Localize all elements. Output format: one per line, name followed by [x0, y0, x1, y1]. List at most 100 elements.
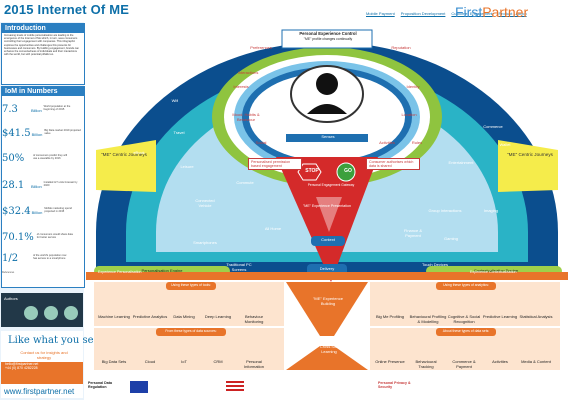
tool-item: Deep Learning	[204, 314, 232, 319]
outer-item: Leisure	[180, 164, 194, 169]
outer-item: Connected Vehicle	[195, 198, 215, 208]
senses-label: Senses	[321, 134, 335, 139]
outer-item: Commerce	[483, 124, 503, 129]
outer-item: Travel	[173, 130, 185, 135]
outer-item: Finance & Payment	[403, 228, 422, 238]
source-item: IoT	[181, 359, 187, 364]
contextualisation-engine: Contextualisation Engine	[473, 268, 519, 273]
analytics-heading: Using these types of analytics:	[443, 283, 489, 287]
source-item: Personal Information	[243, 359, 264, 369]
outer-item: Group Interactions	[428, 208, 462, 213]
outer-item: Smartphones	[193, 240, 217, 245]
iom-heading: IoM in Numbers	[2, 87, 84, 96]
authors-label: Authors	[4, 296, 18, 301]
outer-item: Gaming	[443, 236, 458, 241]
outer-item: Connected Buildings	[117, 58, 137, 68]
pem-right-note: Consumer authorises which data is shared	[366, 158, 420, 170]
analytics-item: Predictive Learning	[482, 314, 518, 319]
intro-panel: Introduction Increasing levels of mobile…	[1, 23, 85, 85]
top-nav: Mobile Payment Proposition Development C…	[366, 11, 527, 16]
analytics-item: Behavioural Profiling & Modelling	[409, 314, 447, 324]
dataset-item: Activities	[492, 359, 508, 364]
stat-row: 50%of consumers predict they will use a …	[2, 153, 68, 164]
go-sign[interactable]: GO	[344, 168, 352, 174]
pem-label: Personal Engagement Gateway	[307, 183, 355, 187]
cta-text: Contact us for insights and strategy	[20, 350, 68, 360]
inner-item: Identity	[406, 84, 420, 89]
analytics-item: Cognitive & Social Recognition	[447, 314, 481, 324]
inner-item: Rules	[411, 140, 423, 145]
pec-sub: "ME" profile changes continually	[303, 37, 353, 41]
inner-item: Preferences	[250, 45, 272, 50]
inner-item: Location	[401, 112, 417, 117]
outer-item: Wallet	[499, 142, 511, 147]
nav-proposition[interactable]: Proposition Development	[400, 11, 446, 16]
outer-item: Entertainment	[448, 160, 474, 165]
outer-item: Identity	[506, 58, 520, 63]
outer-item: eBook	[133, 150, 145, 155]
source-item: CRM	[213, 359, 223, 364]
nav-mobile-payment[interactable]: Mobile Payment	[366, 11, 395, 16]
eu-label: Personal Data Regulation	[88, 381, 112, 389]
eu-flag-icon	[130, 381, 148, 393]
inner-item: Social	[255, 140, 267, 145]
inner-item: Activities	[379, 140, 395, 145]
me-experience: "ME" Experience Presentation	[302, 204, 352, 208]
tools-heading: Using these types of tools:	[171, 283, 211, 287]
tool-item: Machine Learning	[98, 314, 130, 319]
references: References	[2, 271, 15, 274]
exp-contextualisation: Experience Contextualisation	[470, 270, 517, 274]
context-label: Context	[321, 237, 335, 242]
data-sets-heading: About these types of data sets:	[442, 329, 490, 333]
analytics-item: Big Me Profiling	[375, 314, 404, 319]
header: 2015 Internet Of ME Mobile Payment Propo…	[0, 0, 568, 22]
tool-item: Behaviour Monitoring	[244, 314, 264, 324]
tool-item: Data Mining	[173, 314, 195, 319]
stop-sign[interactable]: STOP	[305, 168, 319, 174]
contact-box: hello@firstpartner.net +44 (0) 870 42822…	[1, 362, 83, 384]
me-building: "ME" Experience Building	[313, 296, 343, 306]
outer-item: Wifi	[171, 98, 179, 103]
stat-row: 70.1%of consumers would share data for b…	[2, 232, 73, 243]
analytics-item: Statistical Analysis	[519, 314, 553, 319]
dataset-item: Commerce & Payment	[452, 359, 476, 369]
left-journeys: "ME" Centric Journeys	[101, 152, 147, 157]
pem-left-note: Personalised permission based engagement	[248, 158, 302, 170]
nav-product[interactable]: Product Launch	[498, 11, 527, 16]
right-journeys: "ME" Centric Journeys	[507, 152, 553, 157]
inner-item: Reputation	[391, 45, 411, 50]
cross-silo: Cross Silo Learning	[319, 344, 339, 354]
exp-personalisation: Experience Personalisation	[98, 270, 142, 274]
intro-text: Increasing levels of mobile personalisat…	[4, 34, 79, 57]
bottom-section	[86, 272, 568, 370]
dataset-item: Behavioural Tracking	[415, 359, 437, 369]
pec-title: Personal Experience Control	[299, 31, 357, 36]
me-diagram	[94, 29, 562, 282]
outer-item: Wired & connected Jewellery	[523, 110, 557, 120]
phone-number: +44 (0) 870 4282228	[5, 366, 38, 370]
brand-logo[interactable]: FirstPartner	[455, 4, 529, 20]
inner-item: Interactions	[237, 70, 259, 75]
iom-panel: IoM in Numbers	[1, 86, 85, 288]
outer-item: Location	[497, 100, 513, 105]
website-link[interactable]: www.firstpartner.net	[4, 387, 75, 396]
personalisation-engine: Personalisation Engine	[141, 268, 183, 273]
dataset-item: Media & Content	[521, 359, 551, 364]
nav-customer[interactable]: Customer Engagement	[451, 11, 493, 16]
email-link[interactable]: hello@firstpartner.net	[5, 362, 39, 366]
outer-item: Smart Appliances	[117, 110, 137, 120]
outer-item: Health	[151, 70, 163, 75]
outer-item: Commute	[236, 180, 254, 185]
intro-heading: Introduction	[2, 24, 84, 33]
data-sources-heading: From these types of data sources:	[165, 329, 217, 333]
outer-item: Wearables	[533, 58, 553, 63]
source-item: Cloud	[144, 359, 156, 364]
page-title: 2015 Internet Of ME	[4, 2, 130, 17]
author-photos	[24, 306, 78, 320]
us-flag-icon	[226, 381, 244, 393]
dataset-item: Online Presence	[375, 359, 405, 364]
